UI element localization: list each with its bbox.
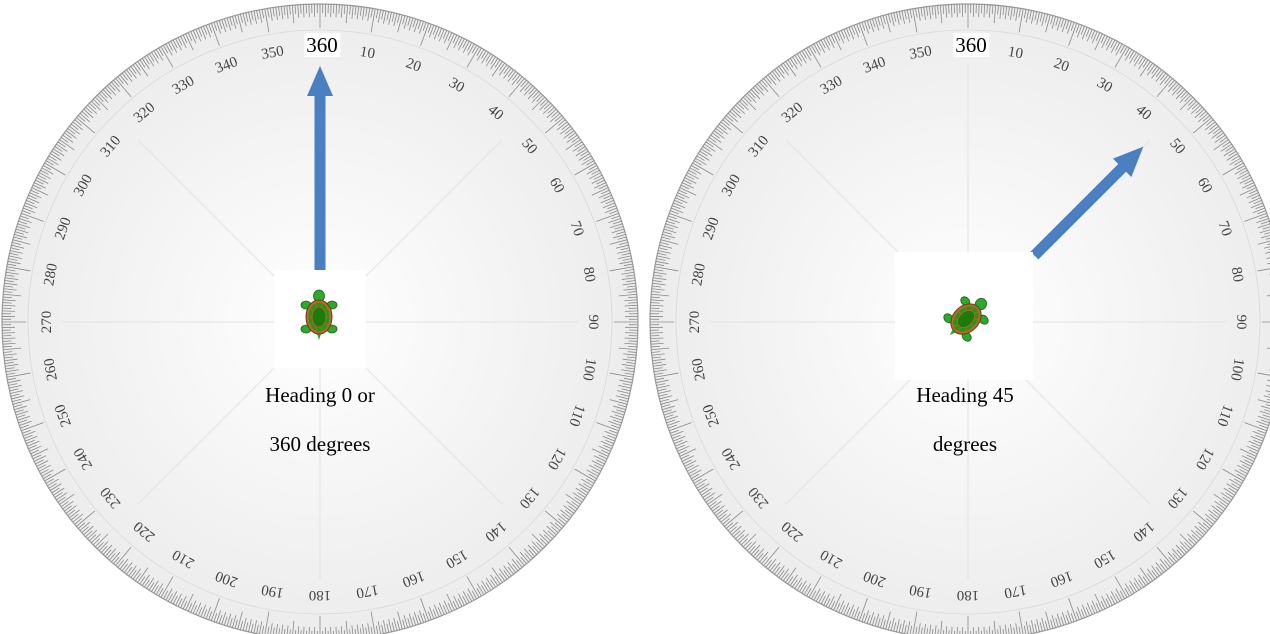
dial-label-260: 260: [41, 357, 61, 382]
dial-label-200: 200: [861, 567, 888, 590]
dial-label-170: 170: [1003, 581, 1028, 601]
dial-label-60: 60: [1194, 175, 1215, 196]
heading-caption: Heading 0 or 360 degrees: [265, 380, 375, 459]
dial-label-160: 160: [1048, 567, 1075, 590]
dial-label-250: 250: [52, 402, 75, 429]
dial-label-190: 190: [908, 581, 933, 601]
dial-label-190: 190: [260, 581, 285, 601]
caption-line-2: 360 degrees: [269, 432, 371, 456]
dial-label-60: 60: [546, 175, 567, 196]
heading-arrow: [1030, 146, 1144, 260]
dial-label-290: 290: [700, 215, 723, 242]
dial-label-180: 180: [957, 587, 980, 603]
dial-label-80: 80: [580, 266, 598, 284]
turtle-icon: [943, 296, 989, 342]
dial-label-20: 20: [1052, 55, 1072, 75]
dial-label-90: 90: [585, 315, 601, 330]
turtle-icon: [300, 289, 338, 340]
dial-label-290: 290: [52, 215, 75, 242]
caption-line-2: degrees: [932, 432, 998, 456]
top-label-360: 360: [953, 33, 989, 57]
dial-label-80: 80: [1228, 266, 1246, 284]
dial-label-280: 280: [41, 262, 61, 287]
dial-label-340: 340: [213, 54, 240, 77]
dial-label-110: 110: [1213, 402, 1236, 428]
dial-label-250: 250: [700, 402, 723, 429]
dial-label-270: 270: [39, 311, 55, 334]
protractor-panel-heading-45: 0102030405060708090100110120130140150160…: [635, 0, 1270, 634]
dial-label-350: 350: [908, 43, 933, 63]
caption-line-1: Heading 45: [916, 383, 1014, 407]
heading-caption: Heading 45 degrees: [916, 380, 1013, 459]
dial-label-30: 30: [1094, 75, 1115, 96]
dial-label-10: 10: [1007, 44, 1025, 62]
dial-label-340: 340: [861, 54, 888, 77]
dial-label-200: 200: [213, 567, 240, 590]
dial-label-110: 110: [565, 402, 588, 428]
caption-line-1: Heading 0 or: [265, 383, 375, 407]
dial-ticks: [650, 4, 1270, 634]
dial-label-70: 70: [566, 219, 586, 239]
dial-label-350: 350: [260, 43, 285, 63]
dial-label-70: 70: [1214, 219, 1234, 239]
dial-label-270: 270: [687, 311, 703, 334]
dial-label-180: 180: [309, 587, 332, 603]
dial-label-160: 160: [400, 567, 427, 590]
dial-label-90: 90: [1233, 315, 1249, 330]
turtle-tail: [317, 334, 321, 340]
dial-label-10: 10: [359, 44, 377, 62]
top-label-360: 360: [304, 33, 340, 57]
dial-label-30: 30: [446, 75, 467, 96]
dial-label-260: 260: [689, 357, 709, 382]
dial-label-280: 280: [689, 262, 709, 287]
dial-label-100: 100: [1227, 357, 1247, 382]
protractor-panel-heading-0: 0102030405060708090100110120130140150160…: [1, 3, 639, 634]
dial-label-100: 100: [579, 357, 599, 382]
heading-arrow: [307, 66, 333, 270]
dial-ticks: [2, 4, 638, 634]
dial-label-170: 170: [355, 581, 380, 601]
dial-label-20: 20: [404, 55, 424, 75]
